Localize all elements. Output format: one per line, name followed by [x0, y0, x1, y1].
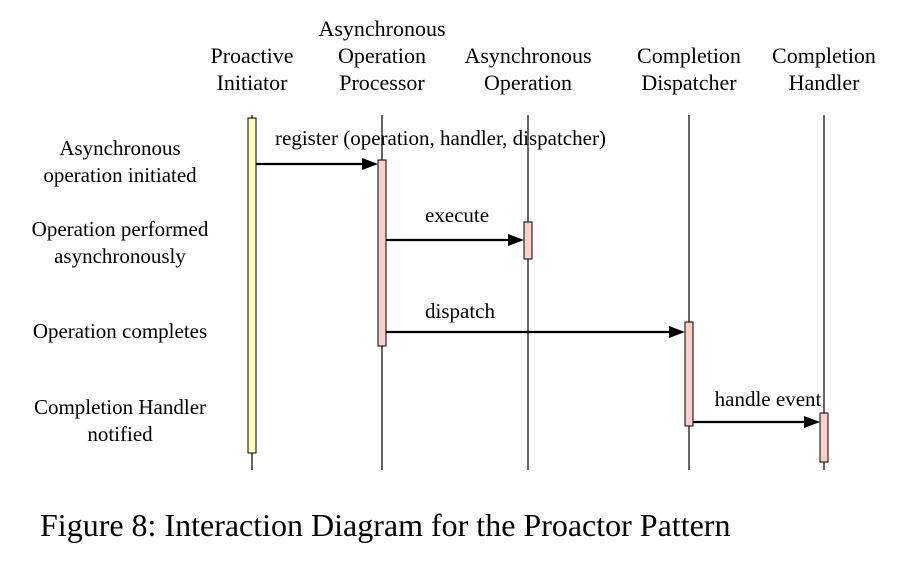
activation-bar-async_op [523, 221, 533, 260]
participant-label-initiator: Proactive [210, 43, 293, 68]
message-label: handle event [715, 387, 822, 411]
message-label: register (operation, handler, dispatcher… [275, 126, 606, 150]
phase-label: Operation performed [32, 217, 209, 241]
phase-label: asynchronously [54, 244, 186, 268]
phase-label: notified [87, 422, 153, 446]
participant-label-async_op: Operation [484, 70, 572, 95]
message-label: dispatch [425, 299, 495, 323]
arrowhead-icon [669, 326, 685, 338]
participant-label-processor: Processor [339, 70, 425, 95]
participant-label-handler: Completion [772, 43, 876, 68]
arrowhead-icon [362, 158, 378, 170]
figure-caption: Figure 8: Interaction Diagram for the Pr… [40, 507, 731, 543]
participant-label-async_op: Asynchronous [464, 43, 591, 68]
phase-label: Operation completes [33, 319, 207, 343]
participant-label-dispatcher: Dispatcher [641, 70, 737, 95]
activation-bar-initiator [247, 117, 257, 454]
activation-bar-dispatcher [684, 321, 694, 427]
message-label: execute [425, 203, 489, 227]
participant-label-handler: Handler [789, 70, 861, 95]
arrowhead-icon [804, 416, 820, 428]
activation-bar-processor [377, 159, 387, 347]
phase-label: Asynchronous [59, 136, 180, 160]
sequence-diagram: register (operation, handler, dispatcher… [32, 16, 876, 470]
phase-label: operation initiated [43, 163, 197, 187]
participant-label-initiator: Initiator [217, 70, 289, 95]
phase-label: Completion Handler [34, 395, 206, 419]
participant-label-dispatcher: Completion [637, 43, 741, 68]
arrowhead-icon [508, 234, 524, 246]
participant-label-processor: Asynchronous [318, 16, 445, 41]
activation-bar-handler [819, 412, 829, 463]
participant-label-processor: Operation [338, 43, 426, 68]
